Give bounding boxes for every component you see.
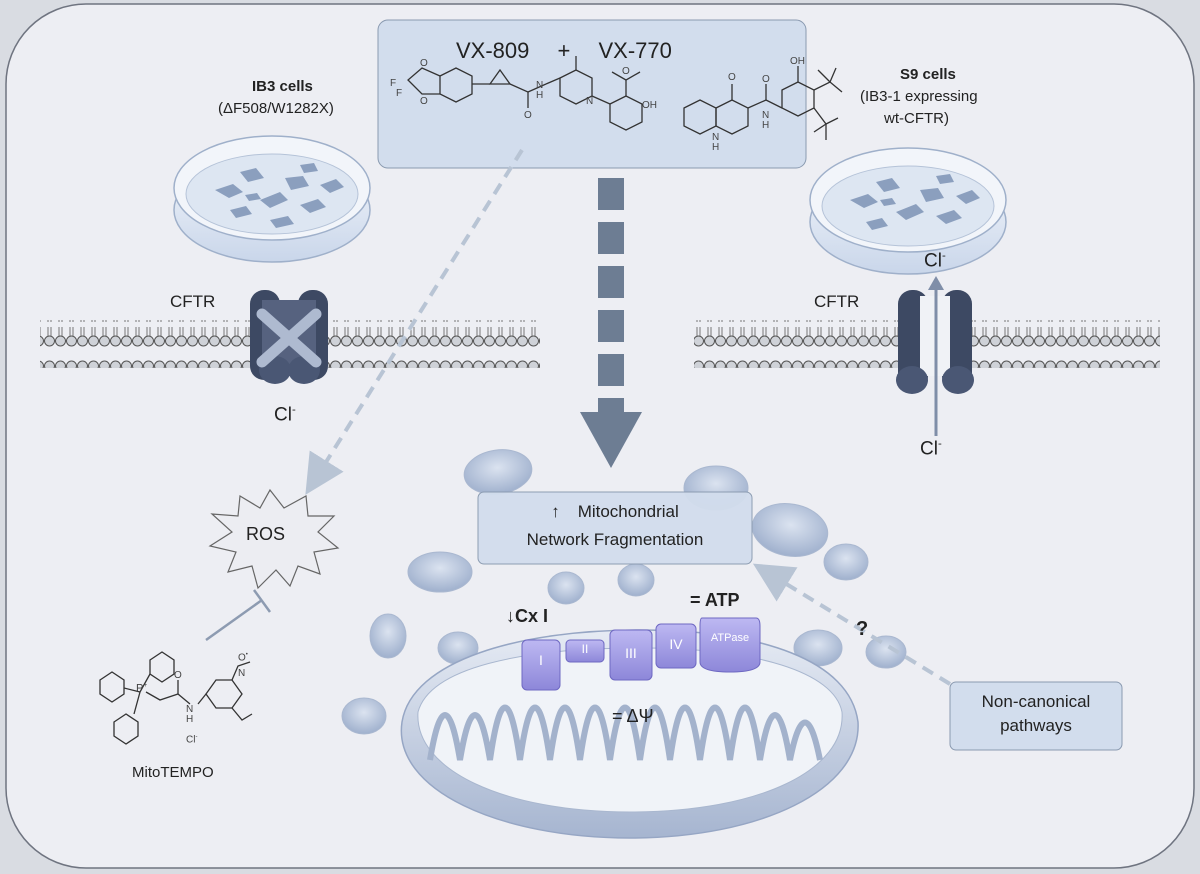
pathways-line1: Non-canonical bbox=[981, 692, 1091, 711]
complex-ii-label: II bbox=[581, 642, 589, 656]
left-chloride-label: Cl- bbox=[274, 404, 296, 426]
mitotempo-nh-h: H bbox=[186, 714, 194, 725]
vx770-atom-h2: H bbox=[712, 142, 720, 153]
vx809-atom-o3: O bbox=[524, 110, 532, 121]
vx770-atom-o1: O bbox=[728, 72, 736, 83]
membrane-potential-unchanged: = ΔΨ bbox=[612, 706, 654, 726]
complex-ii bbox=[565, 639, 605, 663]
vx809-atom-n1: N bbox=[536, 80, 544, 91]
pathways-box bbox=[949, 681, 1123, 751]
vx770-atom-n2: N bbox=[712, 132, 720, 143]
plus-sign: + bbox=[557, 38, 571, 63]
main-dashed-arrow bbox=[580, 178, 642, 468]
atp-unchanged: = ATP bbox=[690, 590, 740, 610]
vx770-atom-h1: H bbox=[762, 120, 770, 131]
right-cftr-channel bbox=[896, 276, 974, 436]
vx770-atom-o2: O bbox=[762, 74, 770, 85]
mitotempo-counterion: Cl- bbox=[186, 734, 198, 746]
complex-iv-label: IV bbox=[669, 636, 683, 652]
mitotempo-inhibition-line bbox=[205, 598, 263, 642]
ros-label: ROS bbox=[246, 524, 286, 544]
vx770-atom-oh: OH bbox=[790, 56, 805, 67]
mitotempo-ring-n: N bbox=[238, 668, 246, 679]
vx770-atom-n1: N bbox=[762, 110, 770, 121]
large-mitochondrion bbox=[400, 629, 859, 839]
pathways-line2: pathways bbox=[1000, 716, 1072, 735]
vx809-structure bbox=[407, 56, 643, 131]
right-cells-line1: (IB3-1 expressing bbox=[860, 88, 978, 105]
complex-iii bbox=[609, 629, 653, 681]
left-cells-genotype: (ΔF508/W1282X) bbox=[218, 100, 334, 117]
drug1-name: VX-809 bbox=[456, 38, 530, 63]
complex-iv bbox=[655, 623, 697, 669]
right-cells-title: S9 cells bbox=[900, 66, 956, 83]
mitotempo-oxyl: O• bbox=[238, 652, 248, 664]
vx809-atom-f1: F bbox=[390, 78, 397, 89]
right-chloride-top-label: Cl- bbox=[924, 250, 946, 272]
vx809-atom-h1: H bbox=[536, 90, 544, 101]
right-petri-dish bbox=[809, 147, 1007, 275]
drug-header: VX-809 + VX-770 bbox=[456, 38, 672, 64]
complex-i bbox=[521, 639, 561, 691]
fragmentation-line2: Network Fragmentation bbox=[526, 530, 704, 549]
mitotempo-p-atom: P+ bbox=[136, 682, 148, 695]
mitotempo-name: MitoTEMPO bbox=[132, 764, 214, 781]
fragmentation-line1: ↑Mitochondrial bbox=[551, 502, 679, 521]
etc-complexes bbox=[521, 617, 761, 691]
mitotempo-structure bbox=[99, 651, 253, 745]
atpase bbox=[699, 617, 761, 673]
vx809-atom-o2: O bbox=[420, 96, 428, 107]
right-cftr-label: CFTR bbox=[814, 292, 860, 311]
left-cftr-label: CFTR bbox=[170, 292, 216, 311]
vx809-atom-oh: OH bbox=[642, 100, 657, 111]
vx809-atom-o1: O bbox=[420, 58, 428, 69]
left-petri-dish bbox=[173, 135, 371, 263]
increase-arrow: ↑ bbox=[551, 502, 560, 521]
ros-burst bbox=[208, 488, 340, 590]
vx770-structure bbox=[683, 66, 843, 140]
complex-iii-label: III bbox=[625, 645, 637, 661]
left-cftr-channel bbox=[250, 290, 328, 384]
drug2-name: VX-770 bbox=[598, 38, 672, 63]
mitotempo-o-atom: O bbox=[174, 670, 182, 681]
fragmentation-box bbox=[477, 491, 753, 565]
vx809-atom-o4: O bbox=[622, 66, 630, 77]
complex-i-decrease: ↓Cx I bbox=[506, 606, 549, 626]
vx809-atom-f2: F bbox=[396, 88, 403, 99]
left-cells-title: IB3 cells bbox=[252, 78, 313, 95]
vx809-atom-n2: N bbox=[586, 96, 594, 107]
drug-to-ros-arrow bbox=[305, 148, 524, 495]
mitotempo-nh-n: N bbox=[186, 704, 194, 715]
right-chloride-bottom-label: Cl- bbox=[920, 438, 942, 460]
small-mitochondria bbox=[341, 449, 907, 735]
pathways-arrow bbox=[752, 563, 952, 686]
complex-i-label: I bbox=[539, 652, 543, 668]
atpase-label: ATPase bbox=[710, 632, 750, 644]
right-cells-line2: wt-CFTR) bbox=[884, 110, 949, 127]
unknown-mechanism-mark: ? bbox=[856, 618, 869, 640]
